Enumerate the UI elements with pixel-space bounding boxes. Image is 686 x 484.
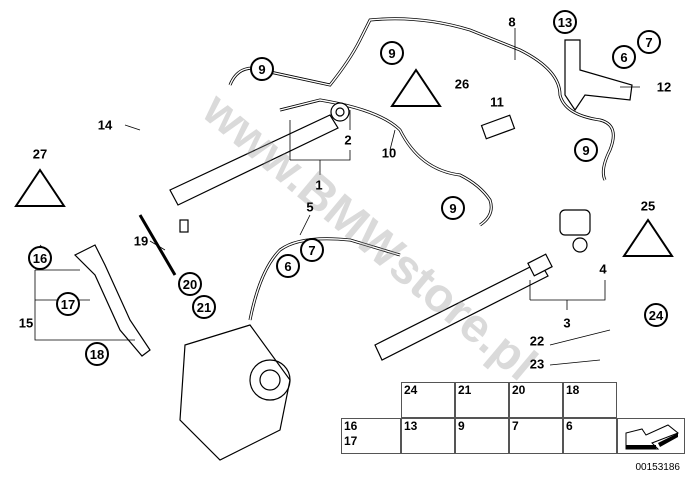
direction-arrow-icon [625,424,679,450]
callout-9: 9 [441,196,465,220]
diagram-code: 00153186 [635,462,681,473]
callout-23: 23 [529,356,545,372]
callout-26: 26 [454,76,470,92]
fuel-rail-upper [169,102,350,233]
warning-triangle-icon [14,68,674,257]
callout-22: 22 [529,333,545,349]
grid-label: 20 [512,383,526,397]
callout-18: 18 [85,342,109,366]
callout-9: 9 [250,57,274,81]
high-pressure-pump [179,324,291,461]
callout-25: 25 [640,198,656,214]
callout-17: 17 [56,292,80,316]
callout-11: 11 [490,94,504,110]
callout-21: 21 [192,295,216,319]
callout-5: 5 [306,199,314,215]
grid-label: 21 [458,383,472,397]
callout-16: 16 [28,246,52,270]
callout-1: 1 [315,177,323,193]
callout-8: 8 [508,14,516,30]
callout-12: 12 [656,79,672,95]
callout-19: 19 [133,233,149,249]
grid-cell-20: 20 [509,382,563,418]
callout-2: 2 [344,132,352,148]
grid-cell-9: 9 [455,418,509,454]
callout-7: 7 [300,238,324,262]
grid-label: 9 [458,419,465,433]
grid-cell-13: 13 [401,418,455,454]
grid-cell-21: 21 [455,382,509,418]
grid-cell-7: 7 [509,418,563,454]
callout-27: 27 [32,146,48,162]
grid-cell-6: 6 [563,418,617,454]
grid-label: 24 [404,383,418,397]
callout-24: 24 [644,303,668,327]
grid-label: 17 [344,434,358,448]
grid-label: 13 [404,419,418,433]
callout-9: 9 [574,138,598,162]
fuel-rail-lower [374,253,553,361]
bracket [564,39,633,112]
pressure-sensor [559,209,591,253]
callout-6: 6 [612,45,636,69]
grid-label: 6 [566,419,573,433]
callout-15: 15 [18,315,34,331]
callout-6: 6 [276,254,300,278]
callout-13: 13 [553,10,577,34]
clip-11 [480,114,516,140]
callout-14: 14 [97,117,113,133]
injector [73,244,151,357]
grid-label: 18 [566,383,580,397]
grid-label: 16 [344,419,358,433]
callout-9: 9 [380,41,404,65]
callout-3: 3 [563,315,571,331]
grid-cell-18: 18 [563,382,617,418]
callout-4: 4 [599,261,607,277]
grid-cell-arrow [617,418,685,454]
grid-cell-24: 24 [401,382,455,418]
callout-20: 20 [178,272,202,296]
callout-10: 10 [381,145,397,161]
rod-19 [138,214,177,276]
callout-7: 7 [637,30,661,54]
grid-label: 7 [512,419,519,433]
